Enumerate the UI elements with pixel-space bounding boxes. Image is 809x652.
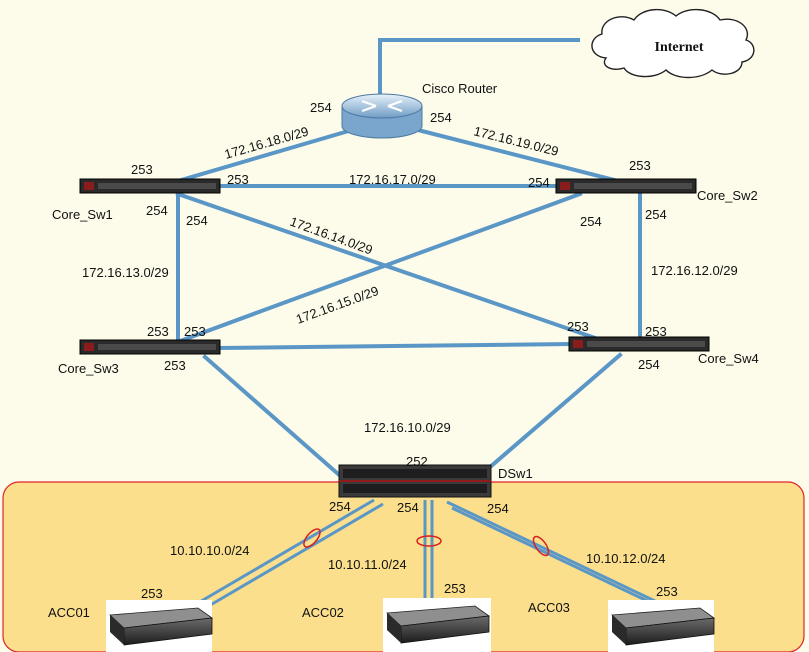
etherchannel-acc02 (416, 535, 442, 547)
cisco-router[interactable] (341, 93, 423, 139)
sw3-if-bottom: 253 (164, 358, 186, 373)
sw4-if-left: 253 (567, 319, 589, 334)
link-router-sw2 (415, 127, 621, 184)
sw3-if-right: 253 (184, 324, 206, 339)
subnet-sw1-sw3: 172.16.13.0/29 (82, 265, 169, 280)
link-sw2-sw3 (177, 191, 583, 344)
core-sw3[interactable] (79, 339, 221, 355)
sw2-if-diag: 254 (580, 214, 602, 229)
link-dsw1-acc03-b (451, 506, 663, 610)
link-dsw1-acc01-b (206, 502, 384, 609)
sw2-if-left: 254 (528, 175, 550, 190)
sw3-if-left: 253 (147, 324, 169, 339)
acc02-if-top: 253 (444, 581, 466, 596)
subnet-acc02: 10.10.11.0/24 (328, 557, 407, 572)
core-sw3-label: Core_Sw3 (58, 361, 119, 376)
links (175, 38, 642, 483)
core-sw2[interactable] (555, 178, 697, 194)
subnet-sw2-sw3: 172.16.15.0/29 (294, 283, 381, 327)
sw2-if-top: 253 (629, 158, 651, 173)
dsw1-label: DSw1 (498, 466, 533, 481)
etherchannel-acc03 (532, 535, 550, 557)
core-sw4[interactable] (568, 336, 710, 352)
dsw1-if-center: 254 (397, 500, 419, 515)
etherchannel-links (197, 498, 663, 610)
acc03-if-top: 253 (656, 584, 678, 599)
core-sw1-label: Core_Sw1 (52, 207, 113, 222)
internet-label: Internet (655, 40, 704, 55)
acc01-if-top: 253 (141, 586, 163, 601)
sw1-if-bottom: 254 (146, 203, 168, 218)
core-sw4-label: Core_Sw4 (698, 351, 759, 366)
router-if-right: 254 (430, 110, 452, 125)
etherchannel-markers (303, 528, 550, 557)
sw1-if-diag: 254 (186, 213, 208, 228)
sw4-if-right: 253 (645, 324, 667, 339)
link-dsw1-acc01-a (197, 498, 375, 605)
dsw1-if-left: 254 (329, 499, 351, 514)
acc03-label: ACC03 (528, 600, 570, 615)
sw4-if-bottom: 254 (638, 357, 660, 372)
subnet-acc01: 10.10.10.0/24 (170, 543, 250, 558)
acc02-label: ACC02 (302, 605, 344, 620)
link-sw4-dsw1 (472, 352, 623, 483)
subnet-acc03: 10.10.12.0/24 (586, 551, 666, 566)
link-sw3-dsw1 (202, 354, 348, 483)
link-router-sw1 (175, 127, 355, 184)
subnet-core-dsw: 172.16.10.0/29 (364, 420, 451, 435)
sw1-if-top: 253 (131, 162, 153, 177)
subnet-sw2-sw4: 172.16.12.0/29 (651, 263, 738, 278)
link-dsw1-acc03-a (446, 500, 658, 604)
dsw1-if-right: 254 (487, 501, 509, 516)
acc03-switch[interactable] (608, 600, 716, 652)
dsw1-if-top: 252 (406, 454, 428, 469)
router-arrows-icon (361, 99, 403, 113)
core-sw1[interactable] (79, 178, 221, 194)
router-label: Cisco Router (422, 81, 498, 96)
sw2-if-bottom: 254 (645, 207, 667, 222)
link-router-internet (378, 38, 580, 103)
acc01-label: ACC01 (48, 605, 90, 620)
etherchannel-acc01 (303, 528, 321, 548)
link-sw3-sw4 (215, 341, 573, 351)
acc02-switch[interactable] (383, 598, 491, 652)
acc01-switch[interactable] (106, 600, 214, 652)
dsw1-switch[interactable] (338, 464, 492, 498)
router-if-left: 254 (310, 100, 332, 115)
sw1-if-right: 253 (227, 172, 249, 187)
internet-cloud: Internet (591, 9, 755, 79)
subnet-sw1-sw2: 172.16.17.0/29 (349, 172, 436, 187)
core-sw2-label: Core_Sw2 (697, 188, 758, 203)
